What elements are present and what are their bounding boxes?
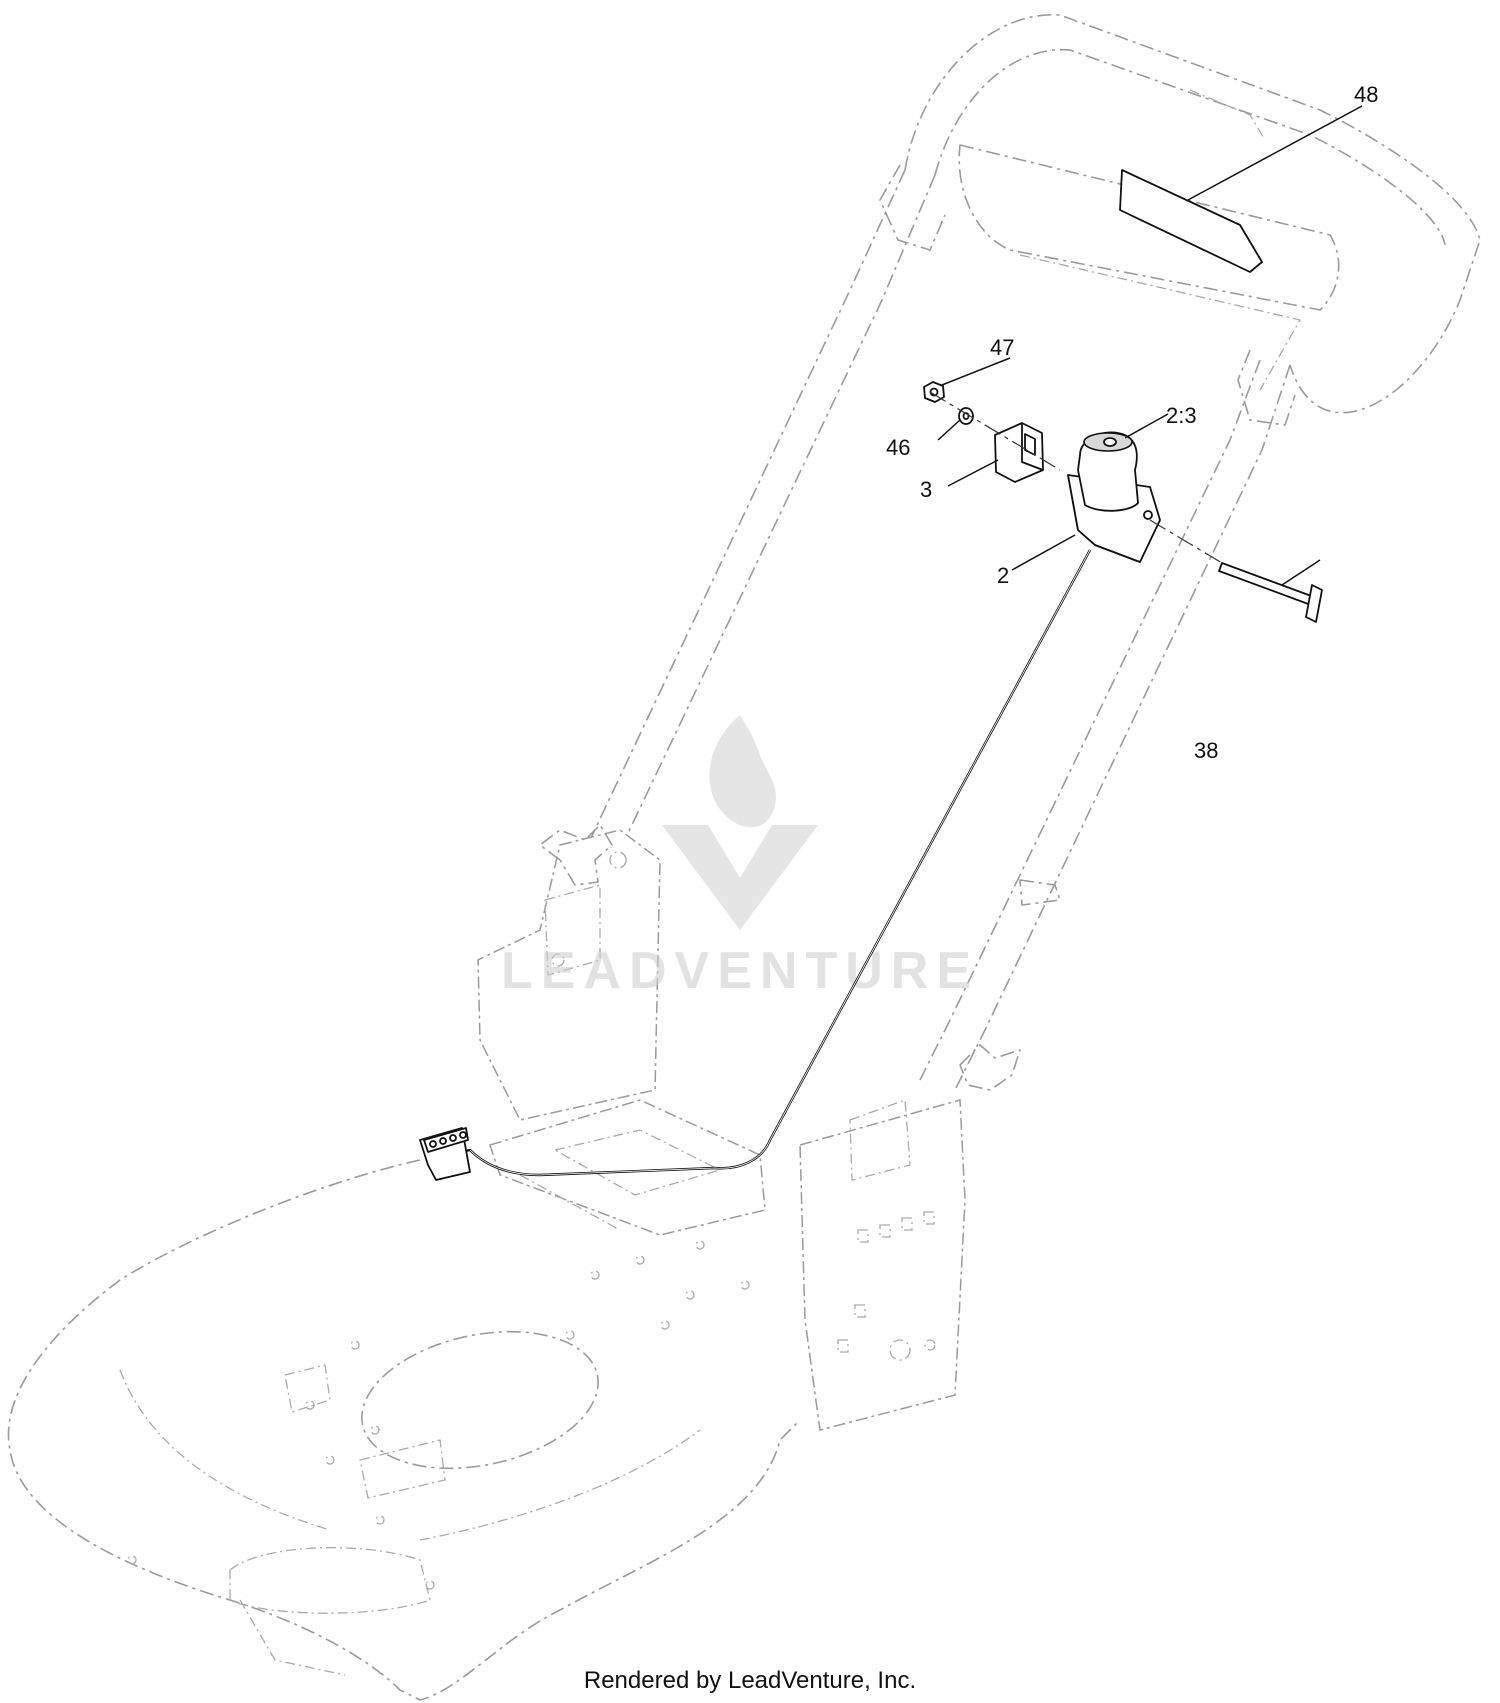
footer-credit: Rendered by LeadVenture, Inc. <box>584 1667 916 1694</box>
leader-2 <box>1011 534 1076 571</box>
assembly-axis-bolt <box>1149 519 1223 564</box>
leader-38 <box>1281 559 1321 586</box>
phantom-deck <box>7 824 1021 1701</box>
part-2-3-key-plug[interactable] <box>1077 431 1139 512</box>
callout-2: 2 <box>997 563 1009 588</box>
deck-rivets <box>127 1240 750 1590</box>
watermark-text: LEADVENTURE <box>501 942 979 1000</box>
part-38-bolt[interactable] <box>1218 562 1323 623</box>
callout-47: 47 <box>990 335 1014 360</box>
leader-2-3 <box>1124 413 1169 439</box>
callout-46: 46 <box>886 435 910 460</box>
watermark-logo: LEADVENTURE <box>501 715 979 1000</box>
part-3-key[interactable] <box>994 422 1044 483</box>
leader-lines <box>937 105 1363 586</box>
right-plate-holes <box>837 1211 936 1361</box>
part-2-switch[interactable] <box>419 431 1161 1181</box>
phantom-handle <box>559 14 1481 1091</box>
leader-46 <box>937 419 961 441</box>
assembly-axis <box>929 391 1061 471</box>
leader-47 <box>941 357 1011 386</box>
callout-48: 48 <box>1354 82 1378 107</box>
part-48-decal[interactable] <box>1119 169 1263 273</box>
callout-38: 38 <box>1194 738 1218 763</box>
leader-3 <box>947 459 999 487</box>
cable-connector[interactable] <box>419 1127 471 1181</box>
leader-48 <box>1187 105 1363 201</box>
callout-3: 3 <box>920 477 932 502</box>
callout-2-3: 2:3 <box>1166 403 1197 428</box>
